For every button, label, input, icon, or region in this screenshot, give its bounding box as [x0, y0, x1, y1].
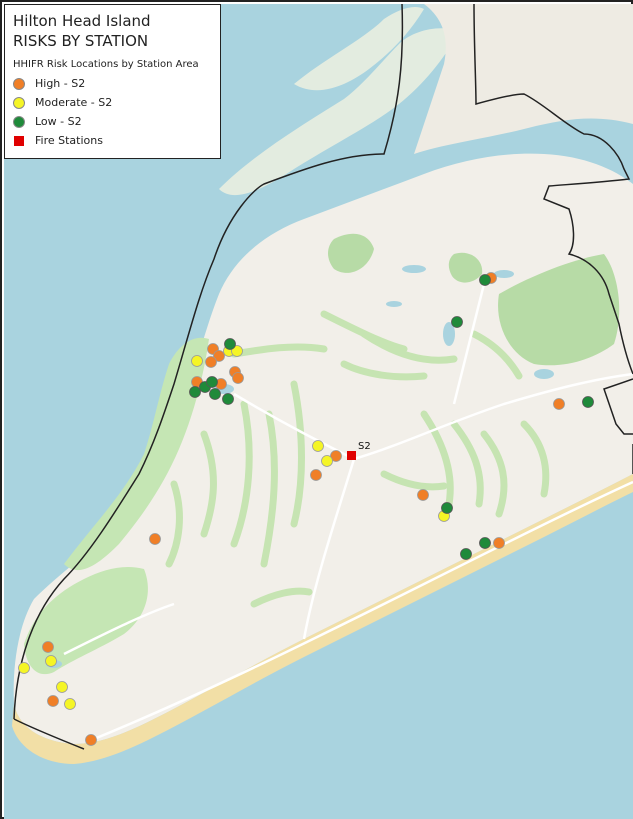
fire-station-swatch-icon [14, 135, 24, 146]
moderate-risk-point[interactable] [231, 345, 243, 357]
moderate-risk-point[interactable] [321, 455, 333, 467]
low-risk-point[interactable] [479, 537, 491, 549]
low-risk-point[interactable] [582, 396, 594, 408]
roads [63, 283, 633, 741]
high-risk-swatch-icon [13, 77, 25, 90]
legend-item-high: High - S2 [13, 74, 214, 93]
legend-item-low: Low - S2 [13, 112, 214, 131]
high-risk-point[interactable] [310, 469, 322, 481]
legend-item-label: Moderate - S2 [35, 96, 113, 109]
fire-station-label: S2 [358, 441, 371, 452]
west-forest [64, 337, 209, 571]
golf-fairways [165, 310, 550, 608]
map-legend: Hilton Head Island RISKS BY STATION HHIF… [4, 4, 221, 159]
map-view[interactable]: S2 [4, 4, 633, 819]
low-risk-point[interactable] [451, 316, 463, 328]
high-risk-point[interactable] [493, 537, 505, 549]
moderate-risk-point[interactable] [45, 655, 57, 667]
high-risk-point[interactable] [205, 356, 217, 368]
legend-item-label: Low - S2 [35, 115, 82, 128]
legend-title-line1: Hilton Head Island [13, 12, 151, 30]
high-risk-point[interactable] [85, 734, 97, 746]
forest-patch-2 [448, 252, 483, 283]
forest-patch [328, 233, 374, 273]
low-risk-point[interactable] [222, 393, 234, 405]
low-risk-point[interactable] [209, 388, 221, 400]
south-forest [24, 567, 148, 675]
moderate-risk-point[interactable] [56, 681, 68, 693]
east-forest [498, 254, 620, 366]
island-land [13, 153, 633, 744]
high-risk-point[interactable] [213, 350, 225, 362]
legend-title-line2: RISKS BY STATION [13, 32, 149, 50]
low-risk-point[interactable] [206, 376, 218, 388]
high-risk-point[interactable] [417, 489, 429, 501]
legend-item-label: Fire Stations [35, 134, 103, 147]
low-risk-points [189, 274, 594, 560]
high-risk-point[interactable] [330, 450, 342, 462]
high-risk-point[interactable] [42, 641, 54, 653]
legend-subtitle: HHIFR Risk Locations by Station Area [13, 59, 199, 70]
moderate-risk-point[interactable] [64, 698, 76, 710]
low-risk-point[interactable] [460, 548, 472, 560]
legend-item-label: High - S2 [35, 77, 86, 90]
mainland-north [414, 4, 633, 154]
legend-item-fire-stations: Fire Stations [13, 131, 214, 150]
high-risk-point[interactable] [149, 533, 161, 545]
fire-station-s2[interactable] [347, 451, 356, 460]
moderate-risk-point[interactable] [18, 662, 30, 674]
high-risk-point[interactable] [47, 695, 59, 707]
moderate-risk-point[interactable] [191, 355, 203, 367]
low-risk-swatch-icon [13, 115, 25, 128]
high-risk-point[interactable] [553, 398, 565, 410]
low-risk-point[interactable] [479, 274, 491, 286]
moderate-risk-point[interactable] [312, 440, 324, 452]
low-risk-point[interactable] [189, 386, 201, 398]
legend-item-moderate: Moderate - S2 [13, 93, 214, 112]
low-risk-point[interactable] [441, 502, 453, 514]
map-canvas: S2 [4, 4, 633, 819]
moderate-risk-swatch-icon [13, 96, 25, 109]
station-boundary [13, 4, 633, 750]
high-risk-point[interactable] [232, 372, 244, 384]
marsh-island-north [294, 7, 424, 91]
marsh-island [219, 28, 459, 196]
low-risk-point[interactable] [224, 338, 236, 350]
